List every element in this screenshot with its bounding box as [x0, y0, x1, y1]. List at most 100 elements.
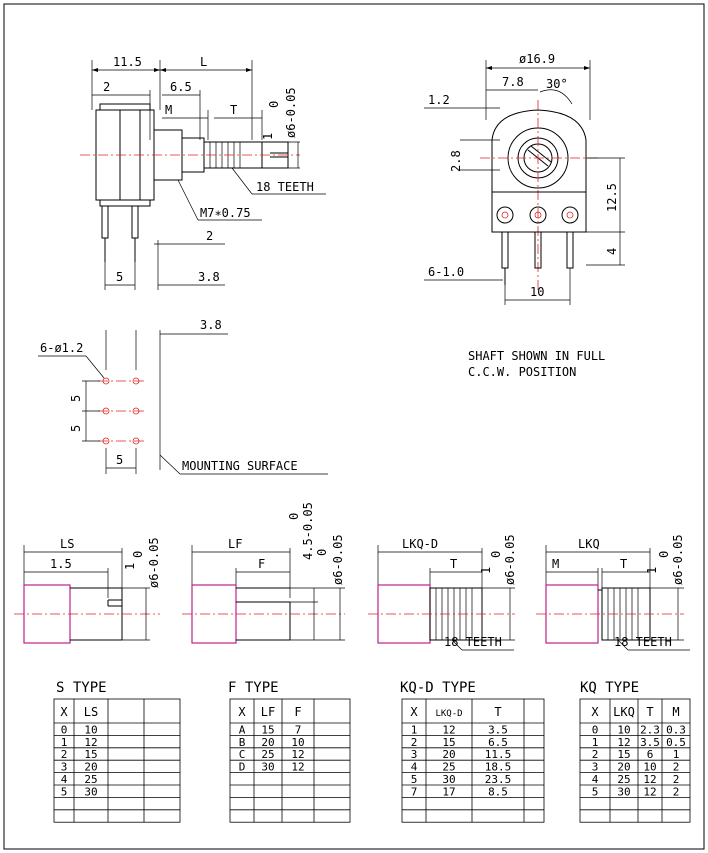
- note-line1: SHAFT SHOWN IN FULL: [468, 349, 605, 363]
- table-cell: 0: [592, 723, 599, 736]
- shaft-f-tol-b: 0: [315, 549, 329, 556]
- dim-1: 1: [261, 133, 275, 140]
- table-cell: 30: [84, 785, 97, 798]
- shaft-kq-dia: ø6-0.05: [671, 534, 685, 585]
- table-cell: 3.5: [488, 723, 508, 736]
- holes-label: 6-ø1.2: [40, 341, 83, 355]
- table-cell: 2.3: [640, 723, 660, 736]
- dim-m: M: [165, 103, 172, 117]
- table-cell: 4: [61, 773, 68, 786]
- mounting-view: 3.8 6-ø1.2 5 5 5 MOUNTING SURFACE: [38, 318, 328, 475]
- table-cell: 20: [84, 761, 97, 774]
- table-cell: 0: [61, 723, 68, 736]
- table-cell: 5: [411, 773, 418, 786]
- table-cell: 11.5: [485, 748, 512, 761]
- side-view: 11.5 L 2 6.5 M T: [80, 55, 326, 290]
- table-cell: 1: [411, 723, 418, 736]
- shaft-kqd-tol: 0: [489, 551, 503, 558]
- table-cell: 2: [61, 748, 68, 761]
- table-header-cell: X: [591, 705, 599, 719]
- table-cell: 3: [592, 761, 599, 774]
- shaft-f-len: LF: [228, 537, 242, 551]
- table-cell: 2: [673, 773, 680, 786]
- shaft-kq-m: M: [552, 557, 559, 571]
- dim-10: 10: [530, 285, 544, 299]
- table-cell: 23.5: [485, 773, 512, 786]
- dim-12-5: 12.5: [605, 183, 619, 212]
- table-cell: 3.5: [640, 736, 660, 749]
- table-title: S TYPE: [56, 680, 107, 696]
- dim-1-2: 1.2: [428, 93, 450, 107]
- shaft-s-dia: ø6-0.05: [147, 537, 161, 588]
- table-cell: C: [239, 748, 246, 761]
- table-cell: 17: [442, 785, 455, 798]
- table-cell: 10: [84, 723, 97, 736]
- table-header-cell: LKQ-D: [435, 709, 462, 719]
- shaft-kq-teeth: 18 TEETH: [614, 635, 672, 649]
- table-cell: 25: [617, 773, 630, 786]
- table-cell: 6: [647, 748, 654, 761]
- drawing-frame: [3, 3, 705, 850]
- tol-zero: 0: [267, 101, 281, 108]
- table-cell: 30: [442, 773, 455, 786]
- shaft-f-dia: ø6-0.05: [331, 534, 345, 585]
- dim-l: L: [200, 55, 207, 69]
- mount-dim-5c: 5: [116, 453, 123, 467]
- table-cell: 12: [617, 736, 630, 749]
- table-cell: 2: [673, 761, 680, 774]
- table-cell: 7: [411, 785, 418, 798]
- table-title: F TYPE: [228, 680, 279, 696]
- shaft-kq-t: T: [620, 557, 627, 571]
- table-cell: 30: [617, 785, 630, 798]
- table-cell: 12: [643, 773, 656, 786]
- dim-t: T: [230, 103, 237, 117]
- dim-5: 5: [116, 270, 123, 284]
- table-cell: 5: [592, 785, 599, 798]
- shaft-kq-dim-1: 1: [645, 567, 659, 574]
- table-cell: 4: [592, 773, 599, 786]
- shaft-kqd-dia: ø6-0.05: [503, 534, 517, 585]
- table-cell: 10: [291, 736, 304, 749]
- front-view: ø16.9 7.8 30° 1.2 2.8 10: [424, 52, 625, 305]
- dim-7-8: 7.8: [502, 75, 524, 89]
- shaft-kqd: LKQ-D T 1 0 ø6-0.05 18 TEETH: [368, 534, 517, 651]
- mount-dim-3-8: 3.8: [200, 318, 222, 332]
- shaft-kq-tol: 0: [657, 551, 671, 558]
- shaft-kq: LKQ M T 1 0 ø6-0.05 18 TEETH: [536, 534, 690, 651]
- table-cell: 15: [261, 723, 274, 736]
- table-cell: 5: [61, 785, 68, 798]
- table-cell: 12: [442, 723, 455, 736]
- mounting-surface-label: MOUNTING SURFACE: [182, 459, 298, 473]
- table-header-cell: LKQ: [613, 705, 635, 719]
- table-cell: 20: [617, 761, 630, 774]
- table-cell: 15: [442, 736, 455, 749]
- table-cell: 2: [673, 785, 680, 798]
- dim-2: 2: [103, 80, 110, 94]
- table-cell: 25: [84, 773, 97, 786]
- table-cell: 10: [617, 723, 630, 736]
- shaft-f-flat: 4.5-0.05: [301, 502, 315, 560]
- table-header-cell: LF: [261, 705, 275, 719]
- note-line2: C.C.W. POSITION: [468, 365, 576, 379]
- dim-angle: 30°: [546, 77, 568, 91]
- table-title: KQ TYPE: [580, 680, 639, 696]
- shaft-kqd-len: LKQ-D: [402, 537, 438, 551]
- dim-2-8: 2.8: [449, 150, 463, 172]
- table-header-cell: F: [294, 705, 301, 719]
- dim-6-5: 6.5: [170, 80, 192, 94]
- table-cell: 7: [295, 723, 302, 736]
- pins-label: 6-1.0: [428, 265, 464, 279]
- table-cell: 4: [411, 761, 418, 774]
- shaft-f-tol-a: 0: [287, 513, 301, 520]
- table-cell: 15: [617, 748, 630, 761]
- table-cell: 0.5: [666, 736, 686, 749]
- table-cell: 1: [61, 736, 68, 749]
- table-cell: 25: [442, 761, 455, 774]
- table-header-cell: T: [646, 705, 653, 719]
- mount-dim-5a: 5: [69, 395, 83, 402]
- dim-3-8: 3.8: [198, 270, 220, 284]
- shaft-f-f: F: [258, 557, 265, 571]
